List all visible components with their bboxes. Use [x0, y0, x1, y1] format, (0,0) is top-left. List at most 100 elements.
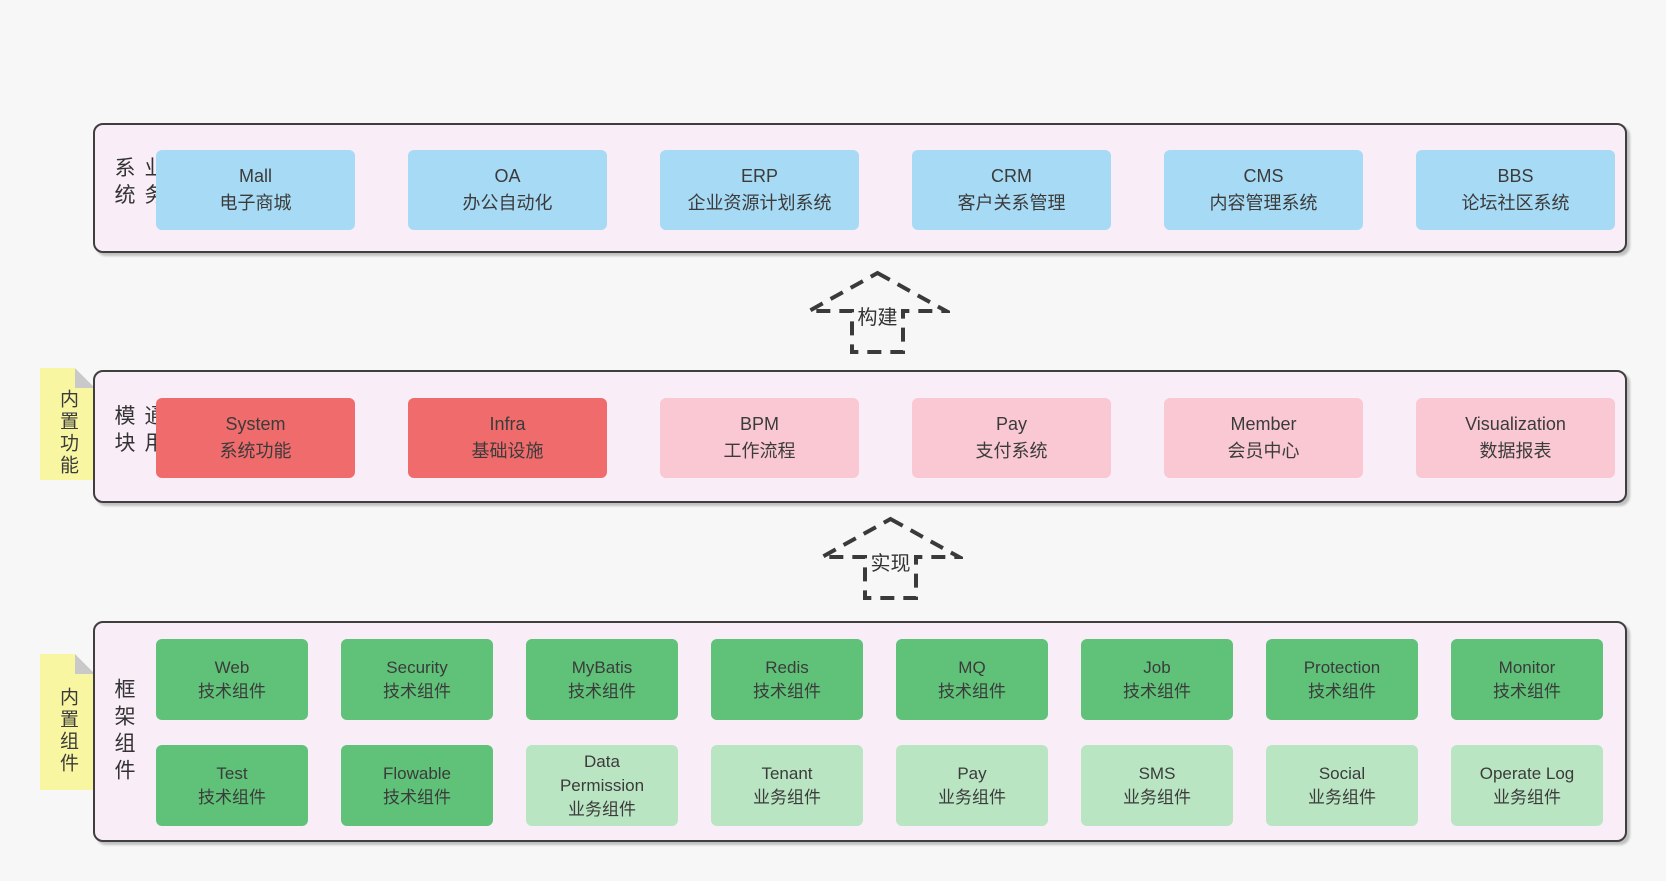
box-desc: 技术组件	[1493, 681, 1561, 701]
business-boxes-row: Mall 电子商城 OA 办公自动化 ERP 企业资源计划系统 CRM 客户关系…	[156, 150, 1615, 230]
box-name: Visualization	[1465, 414, 1566, 434]
box-web: Web 技术组件	[156, 639, 308, 720]
box-monitor: Monitor 技术组件	[1451, 639, 1603, 720]
box-security: Security 技术组件	[341, 639, 493, 720]
up-arrow-icon	[818, 516, 963, 600]
box-desc: 办公自动化	[462, 193, 553, 213]
box-name: CRM	[991, 166, 1032, 186]
box-name: ERP	[740, 166, 778, 186]
box-system: System 系统功能	[156, 398, 355, 478]
box-name: BBS	[1497, 166, 1534, 186]
box-erp: ERP 企业资源计划系统	[660, 150, 859, 230]
box-data-permission: Data Permission 业务组件	[526, 745, 678, 826]
box-infra: Infra 基础设施	[408, 398, 607, 478]
box-desc: 基础设施	[471, 441, 544, 461]
box-name: Redis	[765, 657, 809, 677]
common-modules-panel: 通用模块 System 系统功能 Infra 基础设施 BPM 工作流程 Pay…	[93, 370, 1627, 503]
box-name: BPM	[739, 414, 779, 434]
framework-components-panel: 框架组件 Web 技术组件 Security 技术组件 MyBatis 技术组件…	[93, 621, 1627, 842]
box-desc: 企业资源计划系统	[687, 193, 832, 213]
arrow-label: 实现	[867, 547, 914, 576]
box-name: SMS	[1138, 763, 1176, 783]
box-test: Test 技术组件	[156, 745, 308, 826]
box-name: Data Permission	[559, 751, 645, 795]
box-desc: 技术组件	[1308, 681, 1376, 701]
box-desc: 技术组件	[938, 681, 1006, 701]
box-desc: 业务组件	[1493, 787, 1561, 807]
box-desc: 业务组件	[568, 799, 636, 819]
box-mq: MQ 技术组件	[896, 639, 1048, 720]
up-arrow-icon	[805, 270, 950, 354]
sticky-note-built-in-features: 内置功能	[40, 368, 95, 480]
box-desc: 支付系统	[975, 441, 1048, 461]
box-name: Mall	[238, 166, 272, 186]
box-desc: 电子商城	[219, 193, 292, 213]
box-redis: Redis 技术组件	[711, 639, 863, 720]
box-name: OA	[494, 166, 521, 186]
box-desc: 技术组件	[753, 681, 821, 701]
folded-corner	[75, 654, 95, 674]
box-name: Member	[1230, 414, 1297, 434]
box-name: Pay	[957, 763, 987, 783]
box-tenant: Tenant 业务组件	[711, 745, 863, 826]
box-bbs: BBS 论坛社区系统	[1416, 150, 1615, 230]
box-name: System	[225, 414, 286, 434]
folded-corner	[75, 368, 95, 388]
box-sms: SMS 业务组件	[1081, 745, 1233, 826]
box-job: Job 技术组件	[1081, 639, 1233, 720]
panel-side-label: 框架组件	[112, 677, 135, 786]
box-name: Test	[216, 763, 248, 783]
sticky-note-label: 内置功能	[57, 389, 78, 477]
modules-boxes-row: System 系统功能 Infra 基础设施 BPM 工作流程 Pay 支付系统…	[156, 398, 1615, 478]
box-desc: 工作流程	[723, 441, 796, 461]
box-desc: 技术组件	[568, 681, 636, 701]
box-name: MQ	[958, 657, 986, 677]
sticky-note-built-in-components: 内置组件	[40, 654, 95, 790]
box-desc: 技术组件	[383, 681, 451, 701]
box-name: Tenant	[761, 763, 813, 783]
box-mybatis: MyBatis 技术组件	[526, 639, 678, 720]
box-desc: 会员中心	[1227, 441, 1300, 461]
box-name: Protection	[1303, 657, 1381, 677]
box-crm: CRM 客户关系管理	[912, 150, 1111, 230]
box-cms: CMS 内容管理系统	[1164, 150, 1363, 230]
implement-arrow: 实现	[818, 516, 963, 602]
box-desc: 业务组件	[753, 787, 821, 807]
components-row-1: Web 技术组件 Security 技术组件 MyBatis 技术组件 Redi…	[156, 639, 1603, 720]
box-social: Social 业务组件	[1266, 745, 1418, 826]
box-name: Monitor	[1498, 657, 1556, 677]
box-bpm: BPM 工作流程	[660, 398, 859, 478]
box-pay-component: Pay 业务组件	[896, 745, 1048, 826]
box-desc: 技术组件	[1123, 681, 1191, 701]
box-name: Web	[214, 657, 250, 677]
box-desc: 业务组件	[938, 787, 1006, 807]
box-name: Infra	[489, 414, 526, 434]
box-name: MyBatis	[571, 657, 633, 677]
box-name: Flowable	[382, 763, 452, 783]
box-desc: 论坛社区系统	[1461, 193, 1570, 213]
box-desc: 业务组件	[1123, 787, 1191, 807]
box-pay-module: Pay 支付系统	[912, 398, 1111, 478]
business-systems-panel: 业务系统 Mall 电子商城 OA 办公自动化 ERP 企业资源计划系统 CRM…	[93, 123, 1627, 253]
box-desc: 业务组件	[1308, 787, 1376, 807]
box-name: Security	[386, 657, 448, 677]
box-desc: 内容管理系统	[1209, 193, 1318, 213]
box-desc: 技术组件	[198, 681, 266, 701]
box-name: Operate Log	[1479, 763, 1575, 783]
sticky-note-label: 内置组件	[57, 687, 78, 775]
box-mall: Mall 电子商城	[156, 150, 355, 230]
box-operate-log: Operate Log 业务组件	[1451, 745, 1603, 826]
box-name: Pay	[995, 414, 1028, 434]
box-desc: 数据报表	[1479, 441, 1552, 461]
box-protection: Protection 技术组件	[1266, 639, 1418, 720]
box-name: Job	[1143, 657, 1171, 677]
box-name: Social	[1318, 763, 1366, 783]
box-oa: OA 办公自动化	[408, 150, 607, 230]
box-desc: 技术组件	[383, 787, 451, 807]
build-arrow: 构建	[805, 270, 950, 356]
box-member: Member 会员中心	[1164, 398, 1363, 478]
box-name: CMS	[1243, 166, 1284, 186]
box-desc: 客户关系管理	[957, 193, 1066, 213]
box-desc: 技术组件	[198, 787, 266, 807]
